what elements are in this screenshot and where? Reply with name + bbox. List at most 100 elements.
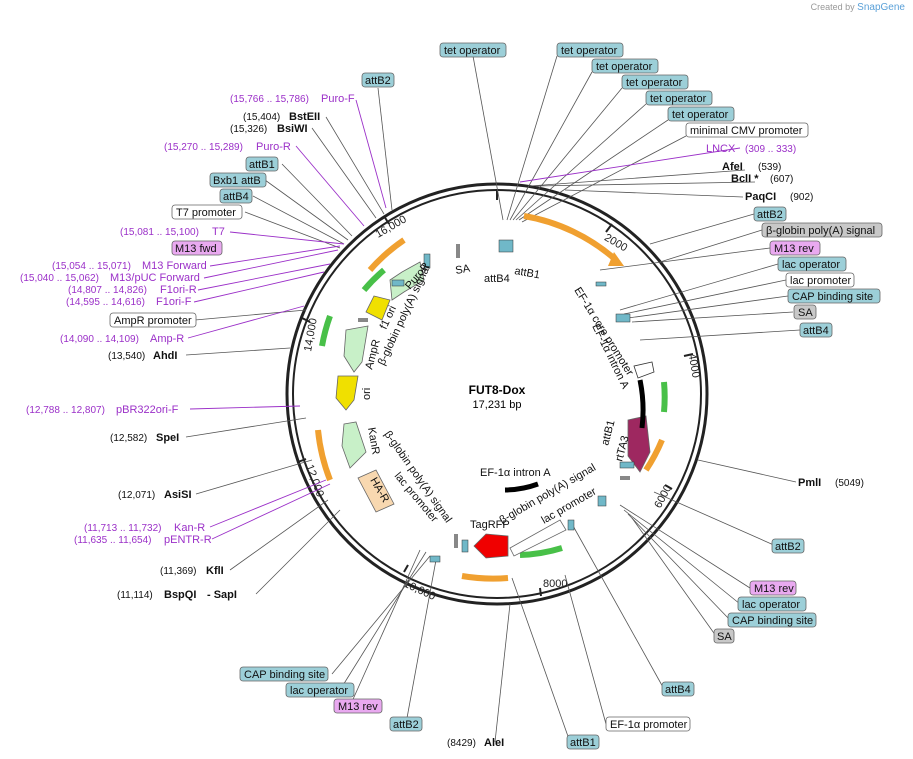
label-lacop-bottom: lac operator	[290, 685, 348, 697]
intron-inner-arc	[504, 481, 539, 493]
label-afei-pos: (539)	[758, 162, 781, 173]
arrow-head-1	[608, 252, 624, 266]
inner-attb1: attB1	[513, 265, 540, 281]
attb-bar-bottom	[461, 539, 469, 553]
attb-bar-right4	[597, 495, 607, 507]
label-f1orir-range: (14,807 .. 14,826)	[68, 285, 147, 296]
label-lacprom-right: lac promoter	[790, 275, 851, 287]
snapgene-logo: SnapGene	[857, 2, 905, 13]
label-f1orif: F1ori-F	[156, 296, 192, 308]
attb-bar-bottom3	[429, 555, 441, 563]
sa-bar	[456, 244, 460, 258]
plasmid-length: 17,231 bp	[473, 399, 522, 411]
inner-tagrfp: TagRFP	[470, 519, 510, 531]
label-kanr-primer: Kan-R	[174, 522, 205, 534]
tagrfp-arrow	[473, 533, 509, 559]
label-lncx-range: (309 .. 333)	[745, 144, 796, 155]
label-pbr: pBR322ori-F	[116, 404, 179, 416]
label-alei-pos: (8429)	[447, 738, 476, 749]
label-bswi: BsiWI	[277, 123, 308, 135]
label-tet-operator-5: tet operator	[650, 93, 707, 105]
feature-arc-top-left-green	[361, 267, 386, 292]
f1ori-arrow	[365, 295, 391, 321]
label-tet-operator-1: tet operator	[444, 45, 501, 57]
label-pmli-pos: (5049)	[835, 478, 864, 489]
label-attb4-right: attB4	[803, 325, 829, 337]
label-attb1-bottom: attB1	[570, 737, 596, 749]
label-pentr: pENTR-R	[164, 534, 212, 546]
label-pentr-range: (11,635 .. 11,654)	[74, 535, 151, 546]
label-tet-operator-6: tet operator	[672, 109, 729, 121]
label-afei: AfeI	[722, 161, 743, 173]
attb-bar-right	[595, 281, 607, 287]
label-attb2-bottom: attB2	[393, 719, 419, 731]
har-box	[357, 469, 395, 513]
tick-4000: 4000	[686, 353, 702, 379]
label-asisi-pos: (12,071)	[118, 490, 155, 501]
attb-bar-right2	[615, 313, 631, 323]
attb-bar-left2	[391, 279, 405, 287]
label-lacop-right: lac operator	[782, 259, 840, 271]
feature-arc-bottom-orange	[461, 573, 509, 582]
label-puror-primer: Puro-R	[256, 141, 291, 153]
label-bswi-pos: (15,326)	[230, 124, 267, 135]
label-bcli: BclI *	[731, 173, 759, 185]
label-ampr-promoter: AmpR promoter	[114, 315, 192, 327]
sa-bar-right	[620, 476, 630, 480]
backbone-outer	[285, 182, 709, 606]
tick-6000: 6000	[652, 483, 674, 510]
feature-arc-top-orange	[523, 213, 618, 263]
lacprom-arrow	[509, 519, 567, 557]
label-ampr-range: (14,090 .. 14,109)	[60, 334, 139, 345]
label-sa-lower: SA	[717, 631, 732, 643]
label-attb1-left: attB1	[249, 159, 275, 171]
label-m13puc-range: (15,040 .. 15,062)	[20, 273, 99, 284]
feature-arc-left-orange	[315, 429, 333, 482]
attb-bar-bottom2	[567, 519, 575, 531]
tick-14000: 14,000	[302, 317, 320, 352]
label-lacop-lower: lac operator	[742, 599, 800, 611]
inner-ef1a-intron2: EF-1α intron A	[480, 467, 551, 479]
tick-16000: 16,000	[374, 213, 409, 240]
label-purof: Puro-F	[321, 93, 355, 105]
label-m13rev-right: M13 rev	[774, 243, 814, 255]
ampr-arrow	[343, 325, 369, 373]
label-attb2-top: attB2	[365, 75, 391, 87]
label-kanr-range: (11,713 .. 11,732)	[84, 523, 161, 534]
label-cap-bottom: CAP binding site	[244, 669, 325, 681]
label-cap-right: CAP binding site	[792, 291, 873, 303]
label-tet-operator-3: tet operator	[596, 61, 653, 73]
label-t7-range: (15,081 .. 15,100)	[120, 227, 199, 238]
label-sa-right: SA	[798, 307, 813, 319]
label-bspqi: BspQI	[164, 589, 196, 601]
label-pbr-range: (12,788 .. 12,807)	[26, 405, 105, 416]
label-bglobin-right: β-globin poly(A) signal	[766, 225, 875, 237]
label-tet-operator-2: tet operator	[561, 45, 618, 57]
attb-bar-right3	[619, 461, 635, 469]
label-f1orir: F1ori-R	[160, 284, 197, 296]
label-ahdi: AhdI	[153, 350, 177, 362]
leader-lines	[185, 55, 801, 743]
label-paqci-pos: (902)	[790, 192, 813, 203]
feature-arc-right-orange	[643, 438, 665, 472]
ori-arrow	[335, 375, 359, 411]
label-attb2-right: attB2	[757, 209, 783, 221]
sa-bar-bottom	[454, 534, 458, 548]
primer-leader-lines	[187, 99, 741, 540]
label-bspqi-pos: (11,114)	[117, 590, 153, 601]
label-sapi: - SapI	[207, 589, 237, 601]
label-spei: SpeI	[156, 432, 179, 444]
inner-kanr: KanR	[365, 426, 382, 455]
watermark: Created by SnapGene	[811, 2, 905, 13]
label-t7-promoter: T7 promoter	[176, 207, 236, 219]
label-m13puc: M13/pUC Forward	[110, 272, 200, 284]
puror-arrow	[389, 261, 425, 301]
label-pmli: PmlI	[798, 477, 821, 489]
label-kfli-pos: (11,369)	[160, 566, 197, 577]
label-m13forward: M13 Forward	[142, 260, 207, 272]
label-box-backgrounds	[109, 42, 883, 750]
label-bcli-pos: (607)	[770, 174, 793, 185]
feature-arrows	[315, 213, 668, 582]
tick-marks	[297, 190, 694, 597]
label-purof-range: (15,766 .. 15,786)	[230, 94, 309, 105]
